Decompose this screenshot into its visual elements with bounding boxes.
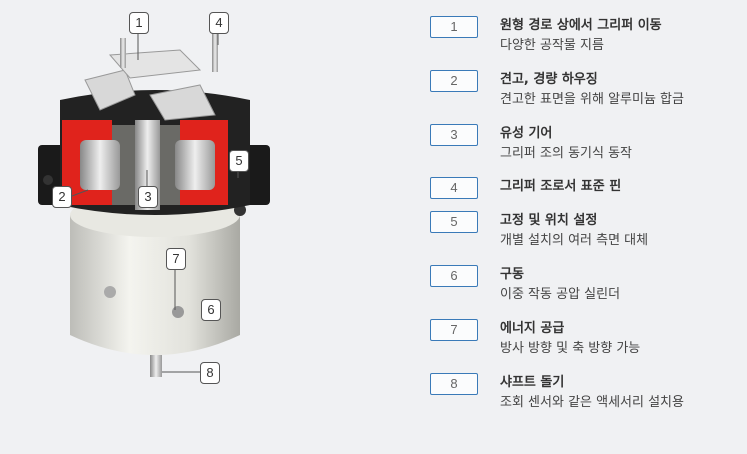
legend-subtitle: 다양한 공작물 지름	[500, 38, 604, 53]
legend-subtitle: 방사 방향 및 축 방향 가능	[500, 341, 641, 356]
legend-number: 3	[430, 124, 478, 146]
callout-3: 3	[138, 186, 158, 208]
legend-number: 7	[430, 319, 478, 341]
legend-subtitle: 조회 센서와 같은 액세서리 설치용	[500, 395, 684, 410]
legend-number: 5	[430, 211, 478, 233]
legend-title: 에너지 공급	[500, 321, 565, 336]
callout-7: 7	[166, 248, 186, 270]
cylinder-body	[70, 215, 240, 355]
callout-2: 2	[52, 186, 72, 208]
callout-6: 6	[201, 299, 221, 321]
legend-number: 1	[430, 16, 478, 38]
jaw-pin	[212, 32, 218, 72]
planet-gear	[80, 140, 120, 190]
planet-gear	[175, 140, 215, 190]
legend-title: 원형 경로 상에서 그리퍼 이동	[500, 18, 662, 33]
gripper-jaw	[108, 49, 202, 79]
legend-number: 8	[430, 373, 478, 395]
gripper-cutaway-illustration	[38, 32, 270, 377]
legend-title: 그리퍼 조로서 표준 핀	[500, 179, 622, 194]
shaft-extension	[150, 355, 162, 377]
legend-title: 견고, 경량 하우징	[500, 72, 598, 87]
legend-title: 구동	[500, 267, 524, 282]
legend-subtitle: 이중 작동 공압 실린더	[500, 287, 621, 302]
callout-1: 1	[129, 12, 149, 34]
legend-title: 고정 및 위치 설정	[500, 213, 598, 228]
legend-number: 4	[430, 177, 478, 199]
legend-number: 6	[430, 265, 478, 287]
leader-lines	[71, 32, 239, 373]
legend-number: 2	[430, 70, 478, 92]
legend-title: 샤프트 돌기	[500, 375, 565, 390]
mounting-hole	[43, 175, 53, 185]
port-hole	[172, 306, 184, 318]
legend-subtitle: 개별 설치의 여러 측면 대체	[500, 233, 649, 248]
legend-subtitle: 그리퍼 조의 동기식 동작	[500, 146, 632, 161]
callout-4: 4	[209, 12, 229, 34]
legend-subtitle: 견고한 표면을 위해 알루미늄 합금	[500, 92, 684, 107]
gripper-jaw	[149, 84, 216, 121]
callout-8: 8	[200, 362, 220, 384]
gripper-jaw	[84, 69, 136, 111]
port-hole	[104, 286, 116, 298]
legend-title: 유성 기어	[500, 126, 553, 141]
jaw-pin	[120, 38, 126, 68]
callout-5: 5	[229, 150, 249, 172]
